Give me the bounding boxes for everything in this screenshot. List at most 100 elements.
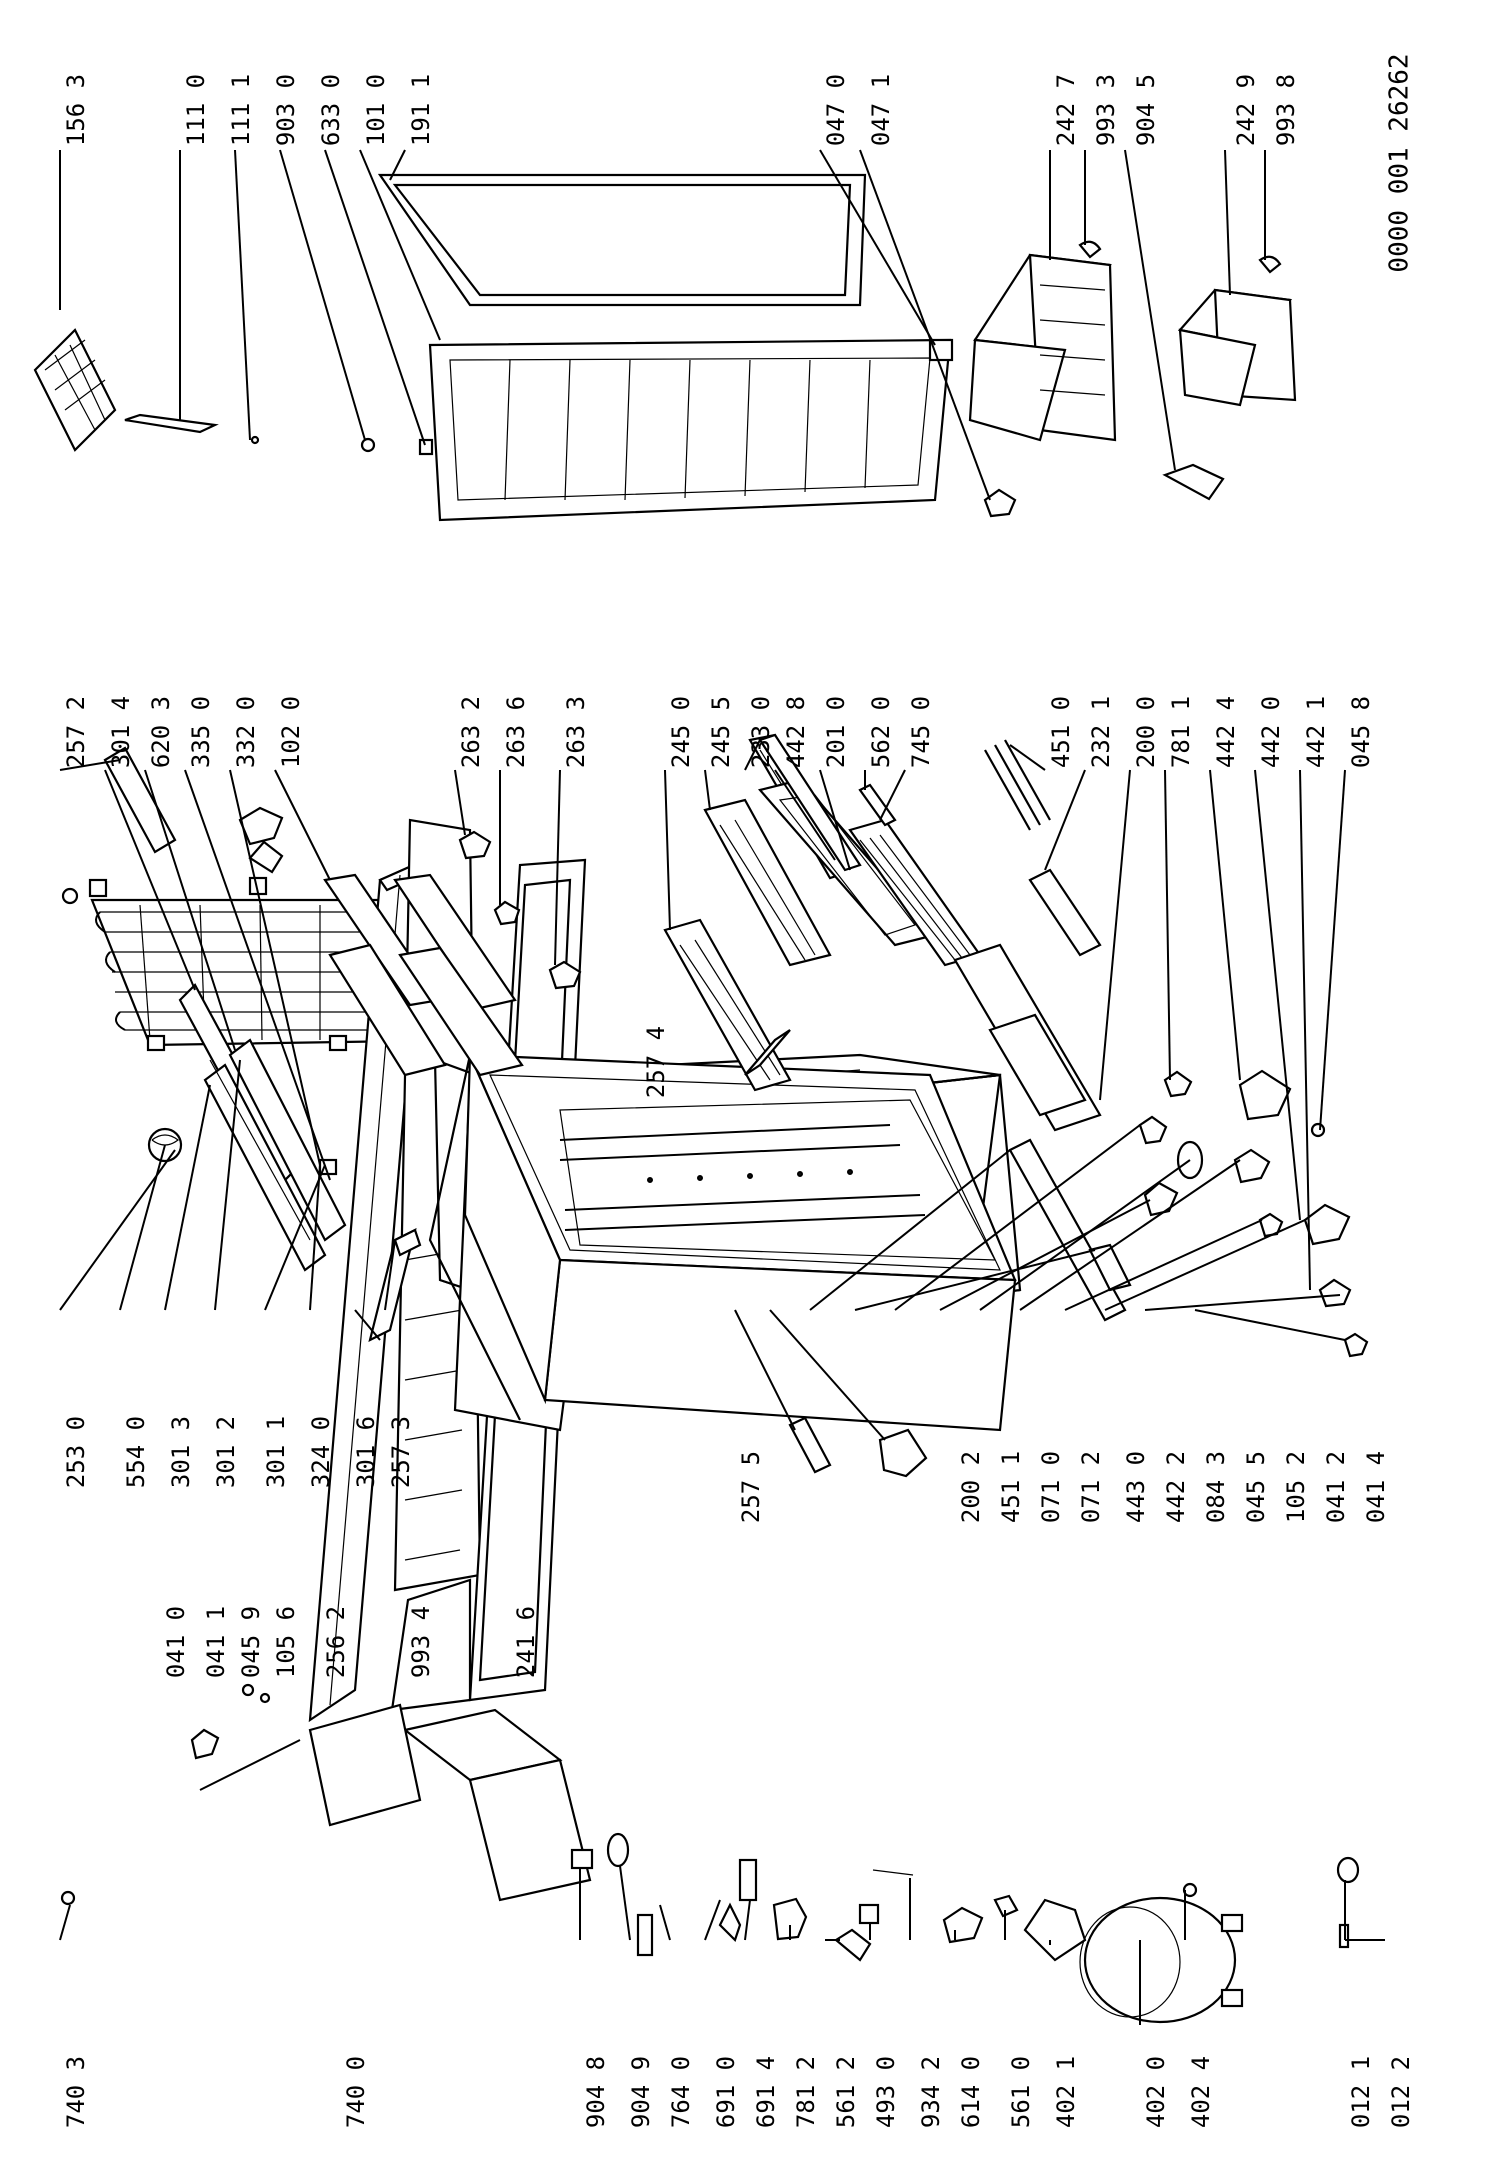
label-554-0: 554 0 (122, 1415, 151, 1489)
label-740-3: 740 3 (62, 2055, 91, 2129)
hinge-parts-upper-left (190, 840, 284, 1760)
label-402-0: 402 0 (1142, 2055, 1171, 2129)
label-111-0: 111 0 (182, 73, 211, 147)
label-442-2: 442 2 (1162, 1450, 1191, 1524)
label-111-1: 111 1 (227, 73, 256, 147)
ice-tray-156-3 (33, 328, 117, 452)
parts-257-5-200-2 (788, 1416, 928, 1478)
label-451-0: 451 0 (1047, 695, 1076, 769)
label-740-0: 740 0 (342, 2055, 371, 2129)
label-253-0: 253 0 (62, 1415, 91, 1489)
label-402-1: 402 1 (1052, 2055, 1081, 2129)
label-200-2: 200 2 (957, 1450, 986, 1524)
label-335-0: 335 0 (187, 695, 216, 769)
label-071-0: 071 0 (1037, 1450, 1066, 1524)
label-257-4: 257 4 (642, 1025, 671, 1099)
label-041-1: 041 1 (202, 1605, 231, 1679)
label-442-0: 442 0 (1257, 695, 1286, 769)
label-012-2: 012 2 (1387, 2055, 1416, 2129)
freezer-door-101-0 (428, 338, 952, 522)
label-047-1: 047 1 (867, 73, 896, 147)
label-071-2: 071 2 (1077, 1450, 1106, 1524)
label-301-6: 301 6 (352, 1415, 381, 1489)
label-904-5: 904 5 (1132, 73, 1161, 147)
label-102-0: 102 0 (277, 695, 306, 769)
part-562-0 (858, 783, 897, 827)
part-904-5 (1162, 463, 1225, 501)
small-clips-263 (458, 830, 582, 990)
label-561-0: 561 0 (1007, 2055, 1036, 2129)
label-263-3: 263 3 (562, 695, 591, 769)
label-201-0: 201 0 (822, 695, 851, 769)
label-442-1: 442 1 (1302, 695, 1331, 769)
door-bins-102-0 (323, 873, 524, 1077)
label-242-7: 242 7 (1052, 73, 1081, 147)
label-691-0: 691 0 (712, 2055, 741, 2129)
freezer-door-drawer (308, 1703, 592, 1902)
label-263-2: 263 2 (457, 695, 486, 769)
label-903-0: 903 0 (272, 73, 301, 147)
drawer-242-9 (1177, 288, 1297, 407)
door-rail-257-3 (368, 1227, 422, 1343)
label-242-9: 242 9 (1232, 73, 1261, 147)
label-633-0: 633 0 (317, 73, 346, 147)
label-904-8: 904 8 (582, 2055, 611, 2129)
label-301-4: 301 4 (107, 695, 136, 769)
lower-middle-parts (1008, 1069, 1369, 1358)
label-045-9: 045 9 (237, 1605, 266, 1679)
part-903-0 (360, 437, 376, 453)
door-gasket-191-1 (377, 173, 867, 307)
label-047-0: 047 0 (822, 73, 851, 147)
compressor-accessories (1336, 1856, 1360, 1949)
label-993-8: 993 8 (1272, 73, 1301, 147)
label-691-4: 691 4 (752, 2055, 781, 2129)
label-993-4: 993 4 (407, 1605, 436, 1679)
diagram-code: 0000 001 26262 (1384, 53, 1415, 273)
label-045-5: 045 5 (1242, 1450, 1271, 1524)
tubes-451-0 (984, 739, 1051, 831)
label-614-0: 614 0 (957, 2055, 986, 2129)
label-561-2: 561 2 (832, 2055, 861, 2129)
part-232-1 (1028, 868, 1102, 957)
label-256-2: 256 2 (322, 1605, 351, 1679)
label-745-0: 745 0 (907, 695, 936, 769)
label-934-2: 934 2 (917, 2055, 946, 2129)
label-101-0: 101 0 (362, 73, 391, 147)
label-245-5: 245 5 (707, 695, 736, 769)
label-045-8: 045 8 (1347, 695, 1376, 769)
part-111-0 (124, 413, 219, 434)
compressor (1079, 1882, 1244, 2024)
rail-257-4 (744, 1029, 791, 1076)
label-301-1: 301 1 (262, 1415, 291, 1489)
label-105-2: 105 2 (1282, 1450, 1311, 1524)
label-012-1: 012 1 (1347, 2055, 1376, 2129)
label-191-1: 191 1 (407, 73, 436, 147)
label-156-3: 156 3 (62, 73, 91, 147)
label-781-2: 781 2 (792, 2055, 821, 2129)
part-740-3-screw (61, 887, 79, 905)
label-781-1: 781 1 (1167, 695, 1196, 769)
label-263-6: 263 6 (502, 695, 531, 769)
label-332-0: 332 0 (232, 695, 261, 769)
part-633-0 (418, 438, 434, 456)
label-041-0: 041 0 (162, 1605, 191, 1679)
label-442-8: 442 8 (782, 695, 811, 769)
label-562-0: 562 0 (867, 695, 896, 769)
hinge-041-0 (238, 806, 284, 846)
label-233-0: 233 0 (747, 695, 776, 769)
basket-242-7 (968, 253, 1117, 442)
label-200-0: 200 0 (1132, 695, 1161, 769)
left-column-small-parts (570, 1832, 1087, 1962)
label-620-3: 620 3 (147, 695, 176, 769)
part-993-3 (1078, 240, 1102, 259)
part-993-8 (1258, 255, 1282, 274)
label-105-6: 105 6 (272, 1605, 301, 1679)
label-257-5: 257 5 (737, 1450, 766, 1524)
part-111-1 (250, 435, 260, 445)
label-232-1: 232 1 (1087, 695, 1116, 769)
label-041-4: 041 4 (1362, 1450, 1391, 1524)
label-451-1: 451 1 (997, 1450, 1026, 1524)
cabinet-main (463, 1053, 1017, 1432)
